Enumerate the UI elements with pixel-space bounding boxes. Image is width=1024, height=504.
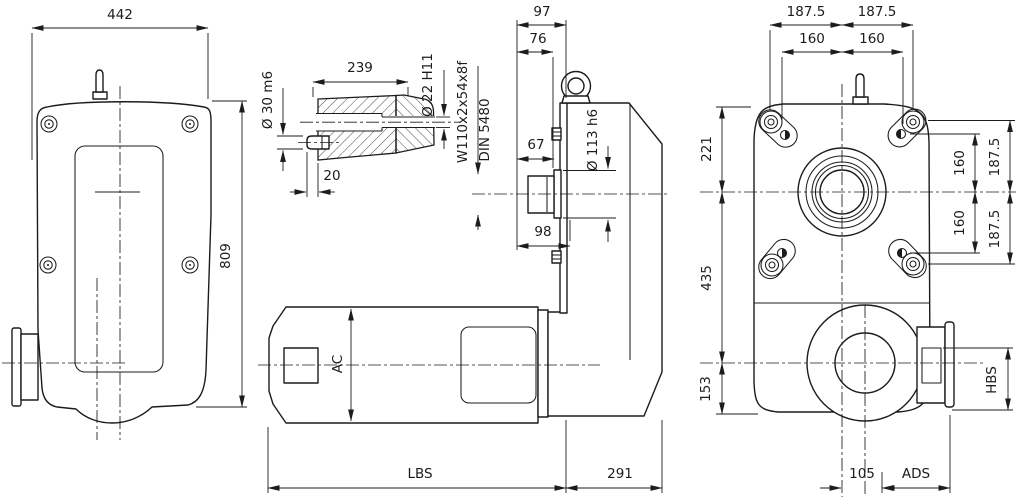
mounting-lug [758, 238, 796, 280]
dim-160-up-label: 160 [952, 150, 968, 176]
dim-187-5-left-label: 187.5 [787, 4, 826, 20]
dim-98-label: 98 [534, 224, 551, 240]
lifting-eye-bolt-icon [560, 70, 592, 104]
dim-ads-label: ADS [902, 466, 930, 482]
dim-76: 76 [516, 31, 554, 168]
motor-body-outline [268, 306, 539, 424]
dim-lbs: LBS [267, 420, 663, 493]
dim-239-label: 239 [347, 60, 373, 76]
top-view: 442 809 [2, 7, 247, 440]
spline-callout: W110x2x54x8f DIN 5480 [455, 60, 493, 230]
breather-plug [852, 73, 869, 105]
dim-67-label: 67 [527, 137, 544, 153]
dim-lbs-label: LBS [407, 466, 432, 482]
housing-screws [39, 115, 199, 274]
dim-76-label: 76 [529, 31, 546, 47]
dim-221-label: 221 [699, 136, 715, 162]
dim-ads: ADS [881, 415, 951, 493]
bore-outline [316, 112, 435, 132]
dim-442-label: 442 [107, 7, 133, 23]
dim-809: 809 [196, 100, 247, 408]
dim-105: 105 [820, 466, 903, 491]
face-screw-tab [551, 250, 562, 264]
cover-panel [74, 145, 164, 373]
dim-hub-dia-label: Ø 113 h6 [585, 109, 601, 171]
side-flange-plate [11, 327, 22, 407]
dim-291-label: 291 [607, 466, 633, 482]
dim-pin-diameter: Ø 30 m6 [260, 71, 303, 171]
dim-ac: AC [330, 308, 354, 422]
dim-hub-diameter: Ø 113 h6 [563, 109, 616, 242]
dim-809-label: 809 [218, 243, 234, 269]
dim-442: 442 [31, 7, 209, 160]
adapter-flange [537, 309, 549, 418]
spline-spec-label: W110x2x54x8f [455, 60, 471, 163]
clamp-pin [298, 135, 340, 150]
side-flange-body [20, 333, 39, 401]
front-view: 187.5 187.5 160 160 221 435 153 [698, 4, 1016, 497]
dim-153: 153 [698, 362, 758, 415]
dim-187-5-dn-label: 187.5 [987, 210, 1003, 249]
side-view: 97 76 67 98 Ø 113 h6 [258, 4, 668, 493]
dim-20-label: 20 [323, 168, 340, 184]
output-hub [527, 169, 562, 219]
dim-67: 67 [516, 137, 555, 162]
dim-291: 291 [565, 466, 663, 491]
dim-97: 97 [516, 4, 567, 250]
dim-160-dn-label: 160 [952, 210, 968, 236]
dim-160-right-label: 160 [859, 31, 885, 47]
dim-221: 221 [699, 106, 751, 193]
face-screw-tab [551, 127, 562, 141]
dim-98: 98 [516, 220, 571, 249]
dim-hbs-label: HBS [984, 366, 1000, 394]
spline-standard-label: DIN 5480 [477, 98, 493, 161]
mounting-lug [887, 108, 927, 148]
dim-435-label: 435 [699, 265, 715, 291]
breather-plug [92, 69, 108, 100]
terminal-box [283, 347, 319, 384]
motor-housing-outline [36, 101, 212, 424]
dim-hbs: HBS [943, 347, 1013, 411]
mounting-lug [758, 109, 798, 148]
shaft-section-view: 239 Ø 30 m6 Ø 22 H11 20 [260, 53, 460, 197]
mounting-lug [888, 238, 927, 279]
dim-pin-dia-label: Ø 30 m6 [260, 71, 276, 129]
dim-187-5-up-label: 187.5 [987, 138, 1003, 177]
dim-105-label: 105 [849, 466, 875, 482]
dim-bore-dia-label: Ø 22 H11 [420, 53, 436, 117]
dim-20: 20 [290, 152, 341, 197]
dim-239: 239 [312, 60, 409, 97]
dim-right-hole-pattern: 160 187.5 160 187.5 [910, 120, 1015, 265]
dim-153-label: 153 [698, 376, 714, 402]
dim-160-top: 160 160 [781, 31, 904, 124]
dim-160-left-label: 160 [799, 31, 825, 47]
dim-ac-label: AC [330, 355, 346, 373]
dim-435: 435 [699, 191, 725, 364]
dim-187-5-top: 187.5 187.5 [769, 4, 914, 110]
dim-97-label: 97 [533, 4, 550, 20]
dim-bore-diameter: Ø 22 H11 [420, 53, 450, 149]
dim-187-5-right-label: 187.5 [858, 4, 897, 20]
side-flange-block [916, 321, 955, 408]
